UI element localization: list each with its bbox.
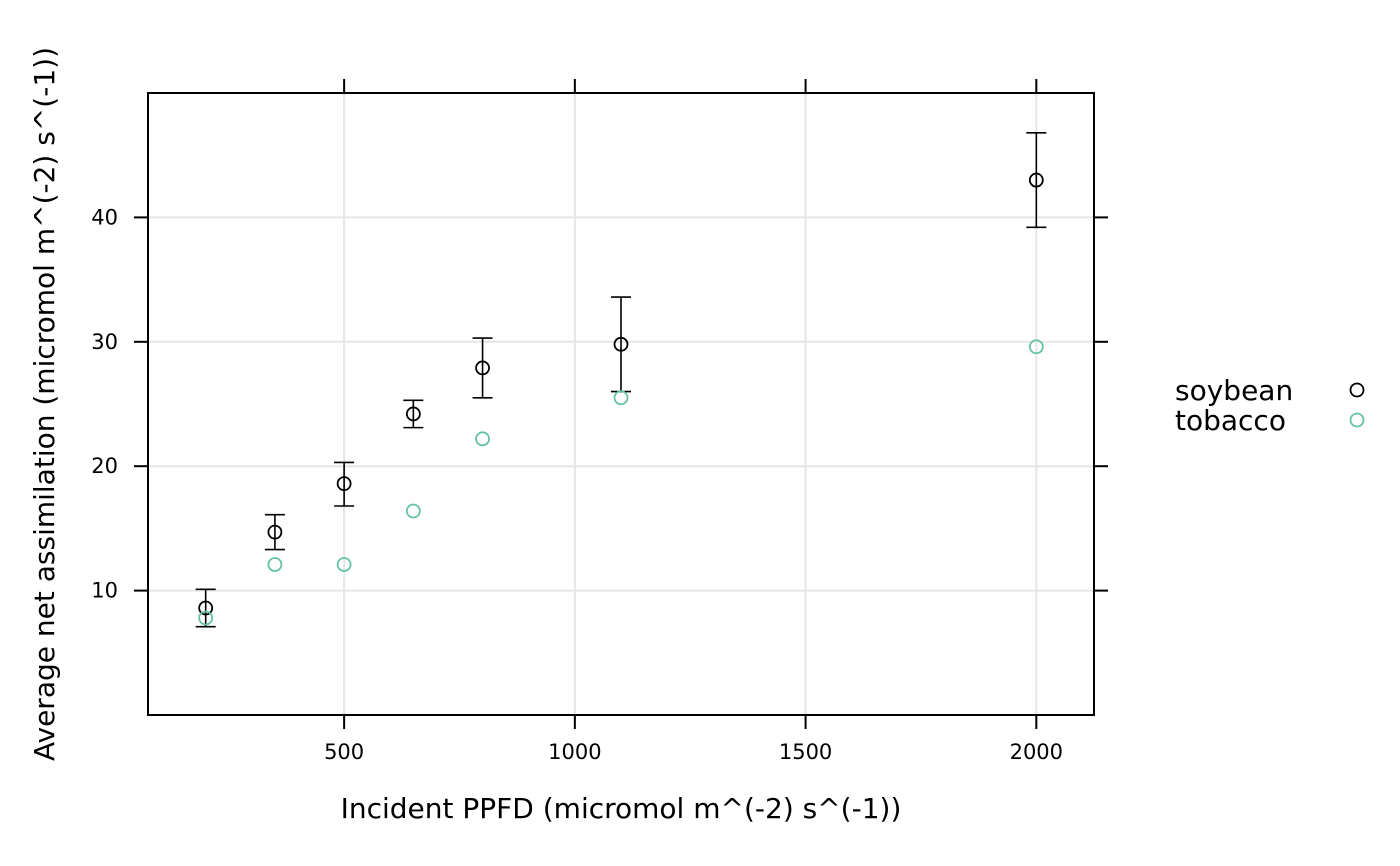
y-axis-title: Average net assimilation (micromol m^(-2… [28, 47, 61, 761]
error-bars [195, 132, 1047, 628]
data-point-soybean [1028, 172, 1044, 188]
plot-frame [147, 92, 1095, 716]
legend-label-soybean: soybean [1175, 374, 1293, 407]
data-point-soybean [475, 360, 490, 376]
y-tick-label: 30 [91, 330, 118, 354]
legend-label-tobacco: tobacco [1175, 404, 1286, 437]
data-points [198, 172, 1044, 626]
x-tick-label: 500 [324, 740, 364, 764]
y-tick-label: 20 [91, 454, 118, 478]
y-tick-label: 10 [91, 579, 118, 603]
x-tick-label: 1500 [779, 740, 832, 764]
x-axis-title: Incident PPFD (micromol m^(-2) s^(-1)) [341, 792, 902, 825]
data-point-tobacco [1028, 339, 1044, 355]
y-tick-label: 40 [91, 205, 118, 229]
data-point-tobacco [198, 610, 214, 626]
axis-ticks [134, 79, 1108, 729]
x-tick-label: 2000 [1010, 740, 1063, 764]
data-point-tobacco [336, 557, 352, 572]
data-point-tobacco [405, 503, 421, 519]
data-point-tobacco [475, 431, 490, 447]
legend-marker-tobacco [1349, 412, 1365, 428]
x-tick-label: 1000 [548, 740, 601, 764]
data-point-tobacco [267, 557, 283, 572]
tick-labels: 500 1000 1500 2000 10 20 30 40 [91, 205, 1063, 764]
legend-marker-soybean [1349, 382, 1365, 398]
data-point-soybean [198, 600, 214, 616]
data-point-soybean [267, 524, 283, 540]
data-point-soybean [336, 476, 352, 492]
data-point-soybean [405, 406, 421, 422]
data-point-soybean [613, 336, 629, 352]
data-point-tobacco [613, 390, 629, 406]
